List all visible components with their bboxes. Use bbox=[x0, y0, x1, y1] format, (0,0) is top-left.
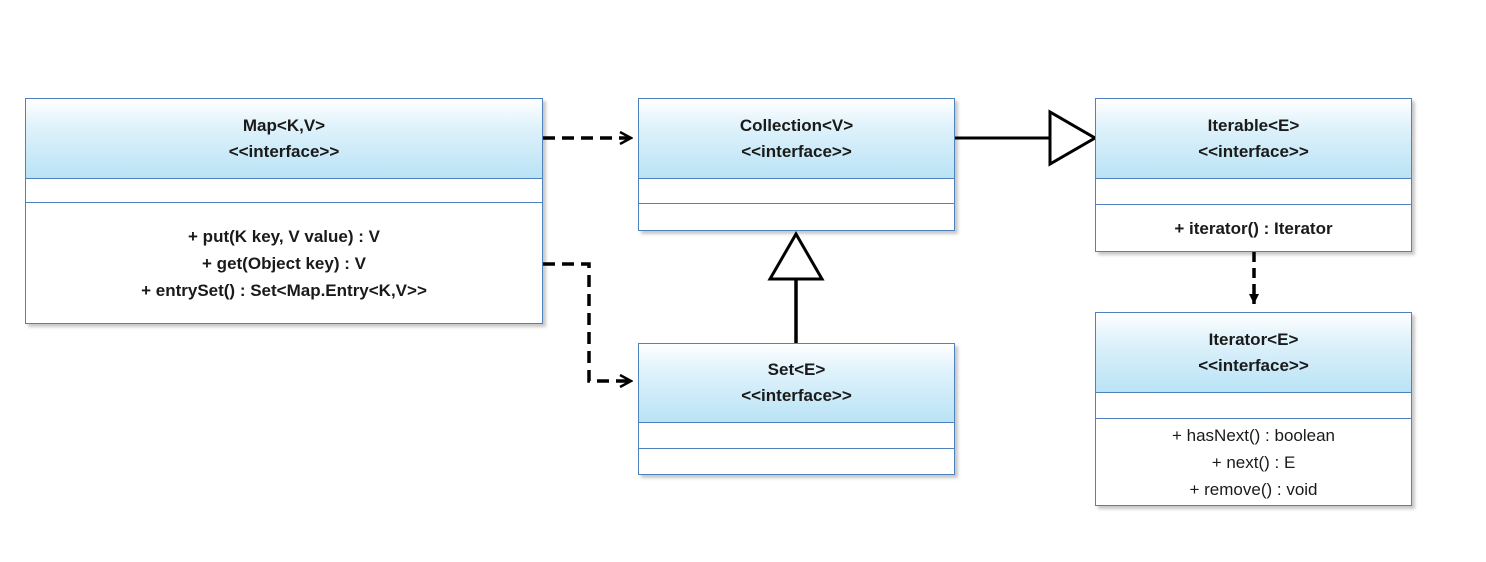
operation: + get(Object key) : V bbox=[202, 253, 366, 273]
class-iterator-header: Iterator<E> <<interface>> bbox=[1096, 313, 1411, 393]
class-iterable-name: Iterable<E> bbox=[1207, 115, 1300, 135]
class-map-name: Map<K,V> bbox=[242, 115, 326, 135]
generalization-arrowhead-collection bbox=[767, 231, 825, 281]
operation: + next() : E bbox=[1211, 452, 1296, 472]
class-iterable-operations: + iterator() : Iterator bbox=[1096, 205, 1411, 251]
operation: + entrySet() : Set<Map.Entry<K,V>> bbox=[141, 280, 427, 300]
class-iterable-stereotype: <<interface>> bbox=[1198, 141, 1309, 161]
class-map-header: Map<K,V> <<interface>> bbox=[26, 99, 542, 179]
class-collection-header: Collection<V> <<interface>> bbox=[639, 99, 954, 179]
class-set-name: Set<E> bbox=[767, 360, 826, 379]
class-collection[interactable]: Collection<V> <<interface>> bbox=[638, 98, 955, 231]
operation: + remove() : void bbox=[1189, 479, 1318, 499]
dependency-map-set bbox=[543, 262, 630, 381]
class-collection-attributes bbox=[639, 179, 954, 204]
class-iterator-attributes bbox=[1096, 393, 1411, 419]
class-iterator-stereotype: <<interface>> bbox=[1198, 355, 1309, 375]
class-collection-name: Collection<V> bbox=[739, 115, 854, 135]
class-set-header: Set<E> <<interface>> bbox=[639, 344, 954, 423]
class-set-attributes bbox=[639, 423, 954, 449]
class-iterator[interactable]: Iterator<E> <<interface>> + hasNext() : … bbox=[1095, 312, 1412, 506]
class-map[interactable]: Map<K,V> <<interface>> + put(K key, V va… bbox=[25, 98, 543, 324]
class-set-operations bbox=[639, 449, 954, 474]
class-set[interactable]: Set<E> <<interface>> bbox=[638, 343, 955, 475]
operation: + hasNext() : boolean bbox=[1171, 425, 1335, 445]
class-map-operations: + put(K key, V value) : V + get(Object k… bbox=[26, 203, 542, 323]
class-iterator-name: Iterator<E> bbox=[1208, 329, 1299, 349]
class-iterable-attributes bbox=[1096, 179, 1411, 205]
operation: + iterator() : Iterator bbox=[1174, 218, 1333, 238]
class-iterable-header: Iterable<E> <<interface>> bbox=[1096, 99, 1411, 179]
class-map-attributes bbox=[26, 179, 542, 203]
class-set-stereotype: <<interface>> bbox=[741, 386, 852, 405]
generalization-arrowhead-iterable bbox=[1048, 109, 1098, 167]
operation: + put(K key, V value) : V bbox=[188, 226, 380, 246]
class-map-stereotype: <<interface>> bbox=[228, 141, 340, 161]
class-collection-stereotype: <<interface>> bbox=[741, 141, 852, 161]
class-iterator-operations: + hasNext() : boolean + next() : E + rem… bbox=[1096, 419, 1411, 505]
class-iterable[interactable]: Iterable<E> <<interface>> + iterator() :… bbox=[1095, 98, 1412, 252]
class-collection-operations bbox=[639, 204, 954, 230]
